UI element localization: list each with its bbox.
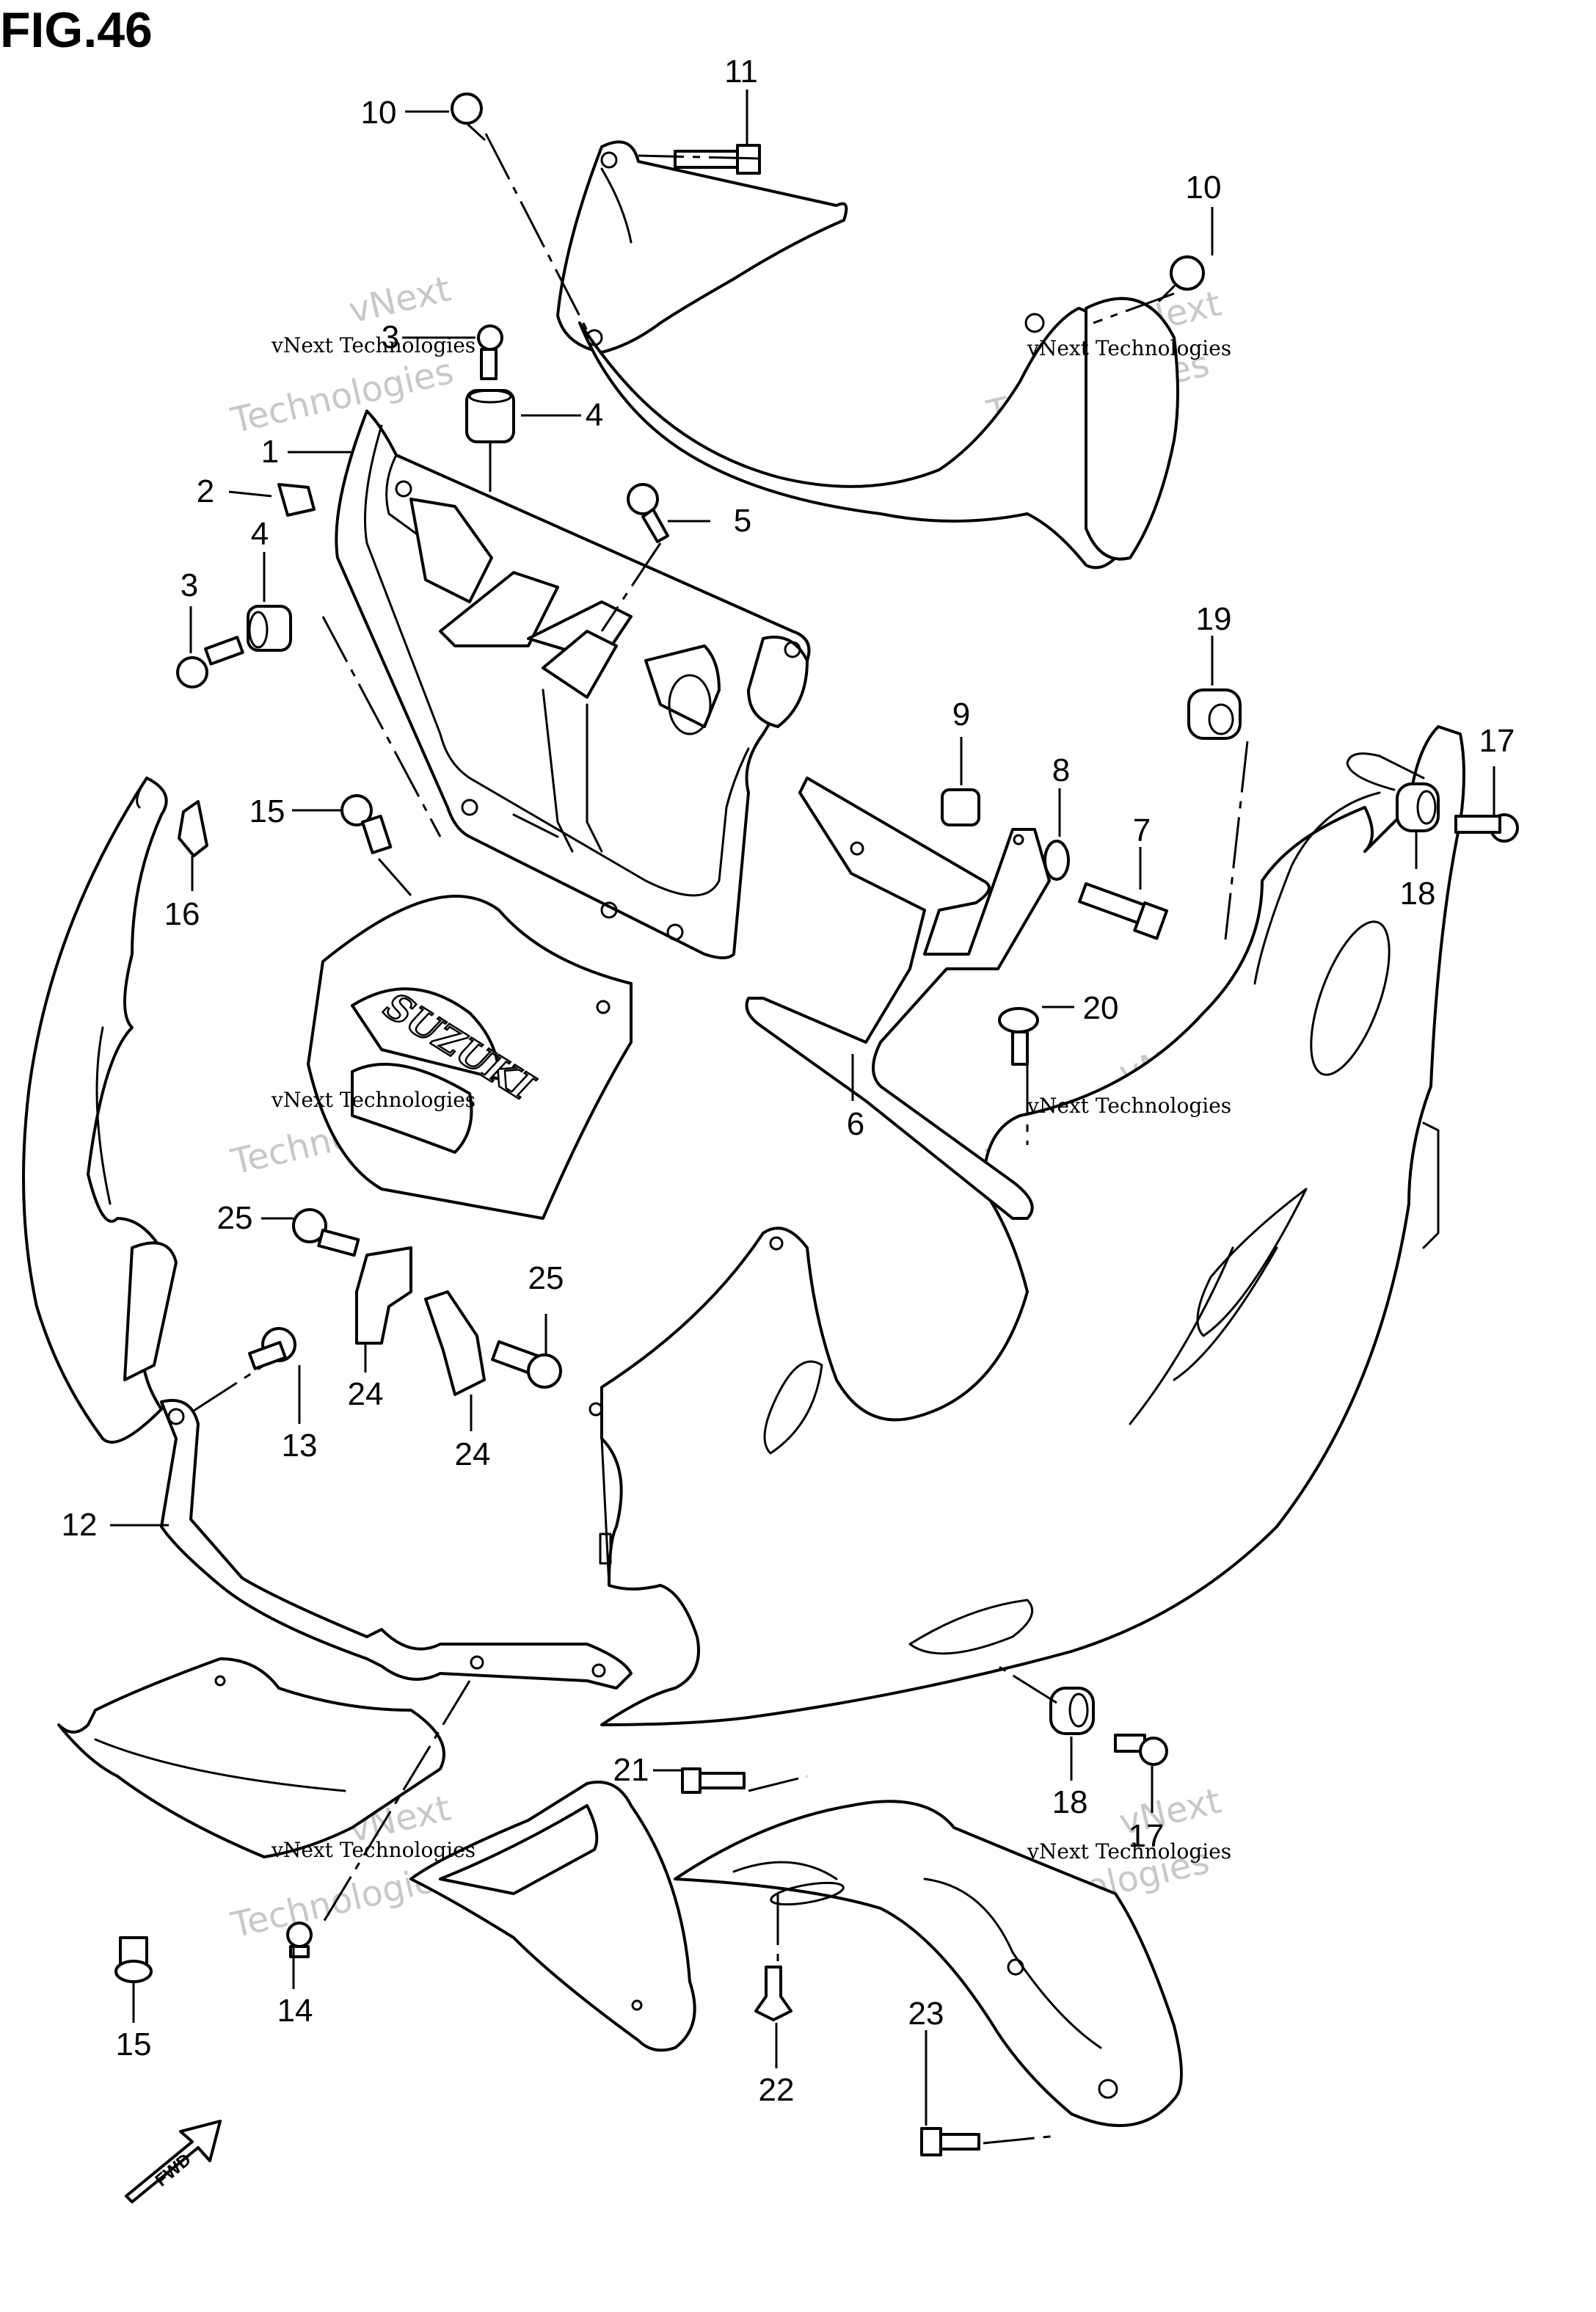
bolt-21 <box>681 1767 746 1794</box>
bolt-7 <box>1078 882 1169 940</box>
watermark-text: vNext Technologies <box>271 333 475 357</box>
watermark-text: vNext Technologies <box>271 1838 475 1862</box>
callout-8: 8 <box>1052 752 1070 788</box>
clip-16 <box>178 800 208 857</box>
screw-5 <box>627 483 669 543</box>
callout-22: 22 <box>759 2072 795 2108</box>
callout-25: 25 <box>217 1200 253 1236</box>
callout-4: 4 <box>251 516 269 552</box>
headlight-frame <box>335 410 811 959</box>
screw-15a <box>340 794 393 854</box>
callout-20: 20 <box>1083 990 1119 1026</box>
grommet-4b <box>247 605 292 652</box>
watermark-text: vNext Technologies <box>1027 1094 1231 1118</box>
screw-14 <box>286 1922 313 1958</box>
grommet-18b <box>1049 1687 1095 1735</box>
watermark-back: Technologies <box>227 351 457 442</box>
callout-15: 15 <box>249 793 285 829</box>
bracket-24a <box>355 1246 412 1345</box>
bolt-13 <box>248 1327 296 1370</box>
grommet-18a <box>1396 782 1440 832</box>
callout-25: 25 <box>528 1260 564 1296</box>
screw-10a <box>451 92 486 141</box>
fwd-arrow: FWD <box>125 2120 222 2203</box>
bracket-24b <box>424 1290 486 1396</box>
callout-16: 16 <box>164 896 200 932</box>
callout-6: 6 <box>847 1106 864 1142</box>
grommet-4a <box>465 389 515 443</box>
callout-24: 24 <box>455 1436 491 1472</box>
assembly-lines <box>193 133 1249 2145</box>
callout-7: 7 <box>1133 813 1151 848</box>
nut-2 <box>277 483 316 517</box>
watermark-text: vNext Technologies <box>1027 1839 1231 1864</box>
bolt-23 <box>920 2127 980 2156</box>
watermark-text: vNext Technologies <box>1027 336 1231 360</box>
grommet-19 <box>1187 688 1242 740</box>
screw-20 <box>998 1007 1039 1066</box>
callout-10: 10 <box>361 95 397 131</box>
washer-8 <box>1043 840 1070 881</box>
lower-center-panel <box>409 1781 696 2052</box>
callout-17: 17 <box>1479 723 1515 759</box>
callout-17: 17 <box>1129 1818 1165 1854</box>
hardware <box>114 92 1519 2156</box>
inner-center-panel: SUZUKI <box>307 895 633 1220</box>
callout-3: 3 <box>382 319 399 355</box>
callout-5: 5 <box>734 503 751 539</box>
upper-inner-cover <box>556 140 1179 570</box>
screw-17b <box>1114 1734 1168 1766</box>
callout-18: 18 <box>1400 876 1436 912</box>
watermark-back: Technologies <box>227 1855 457 1946</box>
under-cowl-left <box>57 1657 445 1858</box>
screw-3a <box>477 324 503 380</box>
bolt-11 <box>674 144 761 175</box>
callout-1: 1 <box>261 434 279 470</box>
callout-12: 12 <box>62 1507 98 1543</box>
callouts: 1 2 3 3 4 4 5 6 7 8 9 10 10 11 12 13 14 … <box>62 54 1515 2108</box>
screw-3b <box>176 636 244 688</box>
figure-title: FIG.46 <box>0 2 153 58</box>
screw-10b <box>1158 255 1205 302</box>
stay-hook <box>1346 752 1425 791</box>
screw-17a <box>1454 813 1519 843</box>
callout-19: 19 <box>1196 601 1232 637</box>
callout-3: 3 <box>181 567 198 603</box>
callout-9: 9 <box>952 697 970 733</box>
callout-24: 24 <box>348 1376 384 1412</box>
under-cowl-right <box>674 1800 1183 2127</box>
lower-stay <box>160 1399 633 1690</box>
screw-15b <box>114 1936 153 1983</box>
callout-15: 15 <box>116 2026 152 2062</box>
callout-23: 23 <box>908 1996 944 2032</box>
collar-9 <box>941 788 980 826</box>
callout-2: 2 <box>197 473 214 509</box>
callout-4: 4 <box>586 397 603 433</box>
bolt-25b <box>491 1340 562 1389</box>
main-fairing <box>589 725 1465 1726</box>
center-stay <box>745 777 1051 1220</box>
callout-18: 18 <box>1052 1784 1088 1820</box>
watermark-front: vNext Technologies vNext Technologies vN… <box>271 333 1231 1864</box>
watermark-back: vNext <box>345 269 454 332</box>
callout-14: 14 <box>277 1993 313 2029</box>
side-panel-left <box>22 777 178 1444</box>
callout-11: 11 <box>724 54 758 90</box>
leader-lines <box>110 90 1495 2126</box>
callout-13: 13 <box>282 1428 318 1464</box>
clip-22 <box>754 1966 792 2021</box>
watermark-text: vNext Technologies <box>271 1088 475 1112</box>
bolt-25a <box>292 1208 360 1257</box>
callout-10: 10 <box>1186 170 1222 206</box>
callout-21: 21 <box>613 1752 649 1788</box>
